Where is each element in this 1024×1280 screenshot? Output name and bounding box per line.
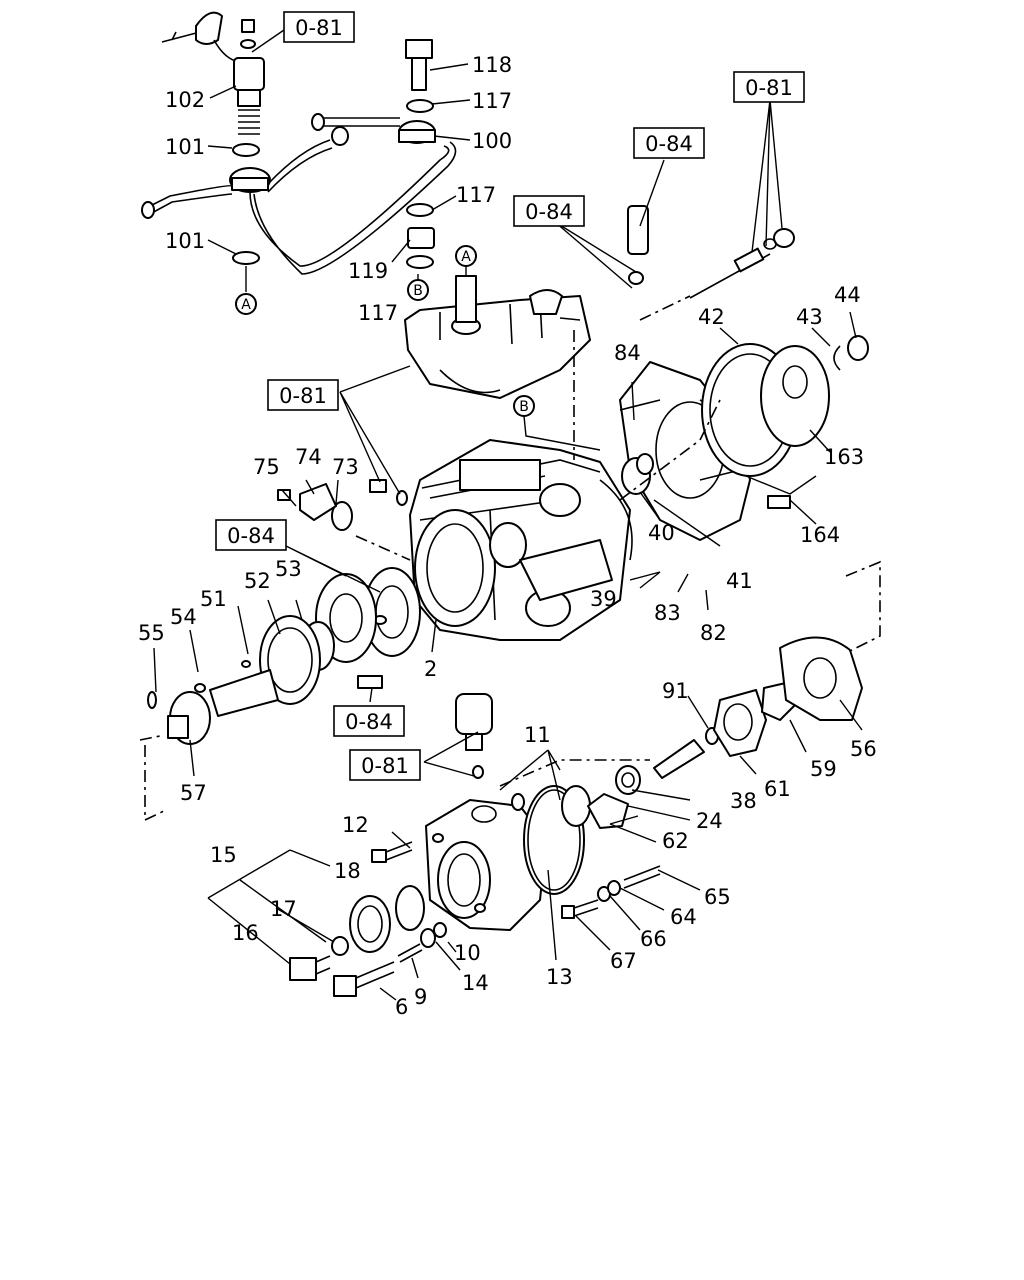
circle-markers: A B A B <box>235 245 535 417</box>
svg-text:A: A <box>461 249 471 265</box>
center-lines <box>139 295 881 822</box>
ref-box-0-81[interactable]: 0-81 <box>267 379 339 411</box>
part-label-82: 82 <box>700 621 727 645</box>
ref-box-0-84[interactable]: 0-84 <box>633 127 705 159</box>
svg-text:0-81: 0-81 <box>745 76 793 100</box>
svg-text:A: A <box>241 297 251 313</box>
part-label-163: 163 <box>824 445 864 469</box>
ref-box-0-84[interactable]: 0-84 <box>215 519 287 551</box>
svg-text:0-84: 0-84 <box>645 132 693 156</box>
part-label-12: 12 <box>342 813 369 837</box>
part-label-51: 51 <box>200 587 227 611</box>
part-label-52: 52 <box>244 569 271 593</box>
governor-cover-group <box>289 636 863 997</box>
svg-text:B: B <box>413 283 423 299</box>
part-label-117: 117 <box>358 301 398 325</box>
ref-box-0-81[interactable]: 0-81 <box>733 71 805 103</box>
part-label-43: 43 <box>796 305 823 329</box>
part-label-15: 15 <box>210 843 237 867</box>
part-label-54: 54 <box>170 605 197 629</box>
part-label-91: 91 <box>662 679 689 703</box>
drive-gear-group <box>619 205 869 541</box>
part-label-84: 84 <box>614 341 641 365</box>
part-label-55: 55 <box>138 621 165 645</box>
part-label-117: 117 <box>456 183 496 207</box>
part-label-67: 67 <box>610 949 637 973</box>
part-label-100: 100 <box>472 129 512 153</box>
pump-housing <box>277 439 633 657</box>
part-label-74: 74 <box>295 445 322 469</box>
part-label-17: 17 <box>270 897 297 921</box>
svg-text:B: B <box>519 399 529 415</box>
ref-box-0-81[interactable]: 0-81 <box>349 749 421 781</box>
ref-box-0-84[interactable]: 0-84 <box>513 195 585 227</box>
part-label-62: 62 <box>662 829 689 853</box>
part-label-13: 13 <box>546 965 573 989</box>
svg-text:0-84: 0-84 <box>345 710 393 734</box>
reference-boxes: 0-81 0-81 0-84 0-84 0-81 0-84 0-84 0-81 <box>215 11 805 781</box>
part-label-18: 18 <box>334 859 361 883</box>
part-label-44: 44 <box>834 283 861 307</box>
part-label-102: 102 <box>165 88 205 112</box>
part-label-41: 41 <box>726 569 753 593</box>
part-label-101: 101 <box>165 229 205 253</box>
part-label-73: 73 <box>332 455 359 479</box>
marker-a: A <box>455 245 477 267</box>
part-label-61: 61 <box>764 777 791 801</box>
svg-text:0-81: 0-81 <box>295 16 343 40</box>
ref-box-0-84[interactable]: 0-84 <box>333 705 405 737</box>
part-label-75: 75 <box>253 455 280 479</box>
part-label-101: 101 <box>165 135 205 159</box>
part-label-16: 16 <box>232 921 259 945</box>
ref-box-0-81[interactable]: 0-81 <box>283 11 355 43</box>
marker-a: A <box>235 293 257 315</box>
part-label-14: 14 <box>462 971 489 995</box>
part-label-57: 57 <box>180 781 207 805</box>
part-label-118: 118 <box>472 53 512 77</box>
part-label-10: 10 <box>454 941 481 965</box>
svg-text:0-81: 0-81 <box>279 384 327 408</box>
svg-text:0-84: 0-84 <box>227 524 275 548</box>
distributor-head-cover <box>404 275 591 399</box>
part-label-117: 117 <box>472 89 512 113</box>
part-label-65: 65 <box>704 885 731 909</box>
marker-b: B <box>513 395 535 417</box>
part-label-164: 164 <box>800 523 840 547</box>
part-label-119: 119 <box>348 259 388 283</box>
part-label-11: 11 <box>524 723 551 747</box>
part-label-6: 6 <box>395 995 408 1019</box>
leader-lines <box>153 29 863 1001</box>
part-label-9: 9 <box>414 985 427 1009</box>
part-label-53: 53 <box>275 557 302 581</box>
part-label-66: 66 <box>640 927 667 951</box>
marker-b: B <box>407 279 429 301</box>
part-label-83: 83 <box>654 601 681 625</box>
part-label-24: 24 <box>696 809 723 833</box>
part-label-2: 2 <box>424 657 437 681</box>
part-label-59: 59 <box>810 757 837 781</box>
part-label-42: 42 <box>698 305 725 329</box>
part-label-40: 40 <box>648 521 675 545</box>
part-label-39: 39 <box>590 587 617 611</box>
drive-shaft-group <box>147 573 387 745</box>
part-labels: 102 101 101 118 117 100 117 119 117 42 4… <box>138 53 877 1019</box>
part-label-64: 64 <box>670 905 697 929</box>
svg-text:0-81: 0-81 <box>361 754 409 778</box>
part-label-38: 38 <box>730 789 757 813</box>
svg-text:0-84: 0-84 <box>525 200 573 224</box>
fuel-pipe-assembly <box>141 11 457 275</box>
part-label-56: 56 <box>850 737 877 761</box>
